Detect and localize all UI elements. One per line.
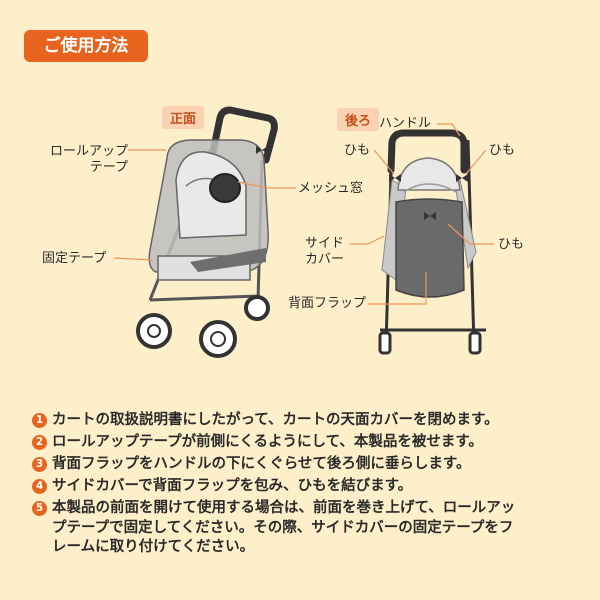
label-himo-middle: ひも bbox=[498, 237, 525, 252]
label-himo-left: ひも bbox=[344, 143, 371, 158]
instruction-step: 4 サイドカバーで背面フラップを包み、ひもを結びます。 bbox=[32, 477, 592, 497]
label-side-cover: サイド カバー bbox=[305, 236, 345, 267]
instruction-list: 1 カートの取扱説明書にしたがって、カートの天面カバーを閉めます。 2 ロールア… bbox=[32, 411, 592, 560]
usage-illustration bbox=[113, 106, 494, 358]
step-number-badge: 1 bbox=[32, 413, 47, 428]
step-text: 本製品の前面を開けて使用する場合は、前面を巻き上げて、ロールアッ プテープで固定… bbox=[52, 500, 516, 555]
section-title: ご使用方法 bbox=[24, 30, 148, 62]
step-text: サイドカバーで背面フラップを包み、ひもを結びます。 bbox=[52, 478, 413, 494]
front-view-tag: 正面 bbox=[162, 106, 205, 129]
back-stroller-drawing bbox=[350, 123, 494, 355]
step-number-badge: 5 bbox=[32, 501, 47, 516]
label-handle: ハンドル bbox=[379, 116, 432, 131]
step-number-badge: 3 bbox=[32, 457, 47, 472]
label-rollup-tape: ロールアップ テープ bbox=[49, 144, 128, 175]
instruction-step: 5 本製品の前面を開けて使用する場合は、前面を巻き上げて、ロールアッ プテープで… bbox=[32, 499, 592, 558]
instruction-step: 3 背面フラップをハンドルの下にくぐらせて後ろ側に垂らします。 bbox=[32, 455, 592, 475]
step-number-badge: 4 bbox=[32, 479, 47, 494]
instruction-step: 1 カートの取扱説明書にしたがって、カートの天面カバーを閉めます。 bbox=[32, 411, 592, 431]
instruction-step: 2 ロールアップテープが前側にくるようにして、本製品を被せます。 bbox=[32, 433, 592, 453]
label-back-flap: 背面フラップ bbox=[288, 296, 367, 311]
step-text: カートの取扱説明書にしたがって、カートの天面カバーを閉めます。 bbox=[52, 412, 499, 428]
label-mesh-window: メッシュ窓 bbox=[298, 181, 364, 196]
back-view-tag: 後ろ bbox=[337, 108, 380, 131]
label-himo-right: ひも bbox=[489, 143, 516, 158]
step-text: ロールアップテープが前側にくるようにして、本製品を被せます。 bbox=[52, 434, 483, 450]
step-number-badge: 2 bbox=[32, 435, 47, 450]
front-stroller-drawing bbox=[113, 106, 296, 358]
step-text: 背面フラップをハンドルの下にくぐらせて後ろ側に垂らします。 bbox=[52, 456, 471, 472]
label-fixing-tape: 固定テープ bbox=[42, 251, 107, 266]
